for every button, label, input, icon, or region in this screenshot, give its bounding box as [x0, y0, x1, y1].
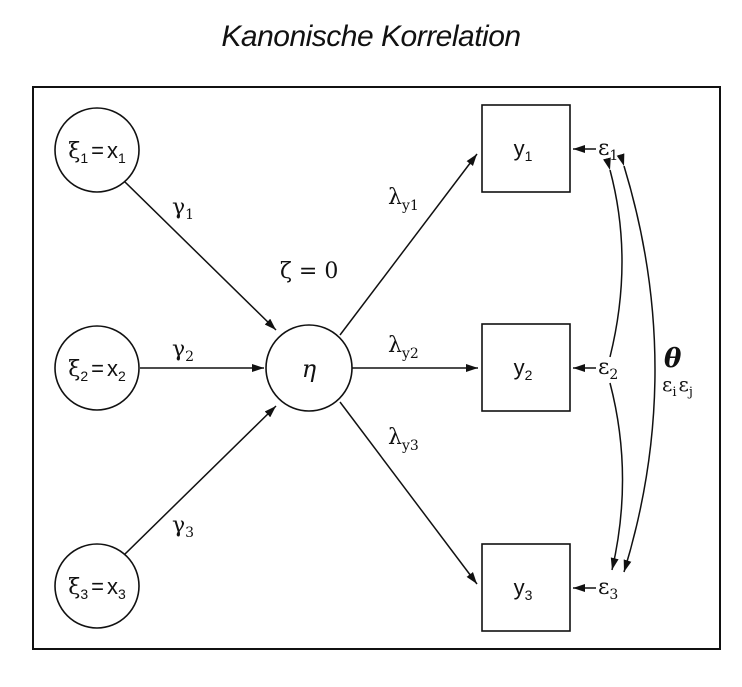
node-xi2-label: ξ2=x2 [68, 356, 126, 384]
path-lambda1-label: λy1 [388, 185, 419, 214]
diagram-frame [32, 86, 721, 650]
node-xi3-label: ξ3=x3 [68, 574, 126, 602]
node-eps3-label: ε3 [598, 575, 618, 603]
node-xi1-circle [54, 107, 140, 193]
node-eps1-label: ε1 [598, 136, 618, 164]
path-gamma3-label: γ3 [172, 513, 194, 541]
covariance-arc-eps1-eps3 [616, 153, 656, 573]
node-y2-box [481, 323, 571, 412]
path-lambda2-label: λy2 [388, 333, 419, 362]
node-xi3-circle [54, 543, 140, 629]
path-lambda3-arrow [339, 401, 478, 585]
path-gamma1-arrow [124, 181, 277, 331]
node-eta-circle [265, 324, 353, 412]
node-xi2-circle [54, 325, 140, 411]
path-lambda1-arrow [339, 153, 478, 336]
path-gamma2-label: γ2 [172, 337, 194, 365]
path-gamma1-label: γ1 [172, 195, 194, 223]
zeta-label: ζ = 0 [280, 259, 338, 284]
node-xi1-label: ξ1=x1 [68, 138, 126, 166]
node-eps2-label: ε2 [598, 355, 618, 383]
covariance-arc-eps2-eps3 [609, 382, 624, 571]
theta-symbol: θ [664, 344, 682, 374]
node-eta-label: η [302, 355, 317, 383]
node-y1-label: y1 [514, 136, 533, 164]
node-y2-label: y2 [514, 355, 533, 383]
covariance-arc-eps1-eps2 [603, 157, 623, 358]
node-y1-box [481, 104, 571, 193]
node-y3-box [481, 543, 571, 632]
node-y3-label: y3 [514, 575, 533, 603]
path-gamma3-arrow [124, 405, 277, 555]
diagram-title: Kanonische Korrelation [221, 20, 521, 53]
path-lambda3-label: λy3 [388, 425, 419, 454]
